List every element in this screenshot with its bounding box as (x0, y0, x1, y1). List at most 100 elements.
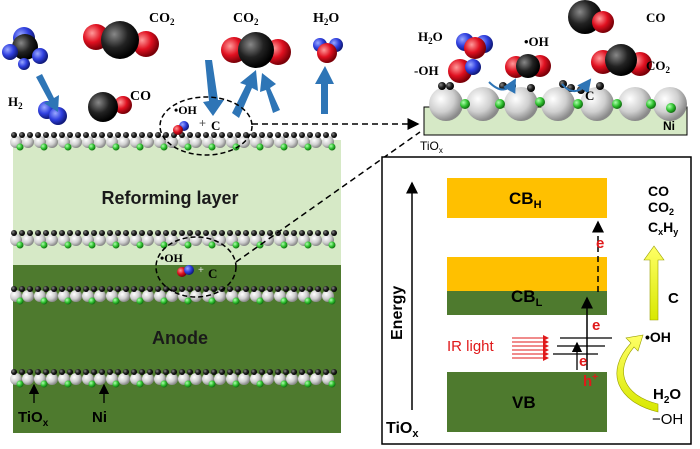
carbon-particle (139, 230, 145, 236)
ni-particle (304, 241, 312, 249)
carbon-particle (147, 132, 153, 138)
tiox-particle (118, 234, 130, 246)
carbon-particle (291, 230, 297, 236)
tiox-particle (238, 373, 250, 385)
carbon-particle (59, 132, 65, 138)
ni-particle (16, 241, 24, 249)
carbon-particle (75, 132, 81, 138)
reaction-site-highlight (159, 96, 253, 156)
tiox-particle (142, 373, 154, 385)
ni-particle (40, 241, 48, 249)
product-co: CO (648, 183, 669, 199)
carbon-particle (115, 286, 121, 292)
oh-radical-label-top: •OH (174, 103, 198, 117)
carbon-particle (91, 369, 97, 375)
carbon-particle (283, 132, 289, 138)
oh-radical-label-band: •OH (645, 329, 671, 345)
ni-particle (535, 97, 545, 107)
energy-axis-label: Energy (389, 286, 406, 340)
tiox-particle (541, 87, 575, 121)
ni-particle (208, 297, 216, 305)
carbon-particle (115, 369, 121, 375)
carbon-particle (67, 369, 73, 375)
carbon-particle (179, 230, 185, 236)
carbon-particle (163, 132, 169, 138)
arrow-up-icon (232, 70, 258, 118)
tiox-particle (214, 373, 226, 385)
carbon-particle (131, 369, 137, 375)
tiox-particle (118, 290, 130, 302)
ni-particle (184, 380, 192, 388)
carbon-particle (155, 132, 161, 138)
carbon-particle (19, 286, 25, 292)
carbon-particle (331, 132, 337, 138)
ni-particle (280, 143, 288, 151)
ni-particle (160, 297, 168, 305)
carbon-particle (259, 132, 265, 138)
carbon-particle (59, 369, 65, 375)
ni-particle (136, 143, 144, 151)
carbon-particle (171, 286, 177, 292)
carbon-particle (11, 230, 17, 236)
minus-oh-label-zoom: -OH (414, 63, 439, 78)
carbon-particle (323, 369, 329, 375)
carbon-particle (75, 369, 81, 375)
tiox-particle (286, 290, 298, 302)
carbon-particle (115, 230, 121, 236)
tiox-particle (22, 136, 34, 148)
carbon-particle (211, 286, 217, 292)
carbon-particle (596, 82, 604, 90)
carbon-particle (323, 286, 329, 292)
curved-arrow-icon (488, 78, 516, 94)
ir-light-label: IR light (447, 338, 495, 355)
carbon-particle (219, 132, 225, 138)
reaction-site-highlight (155, 236, 237, 298)
carbon-particle (323, 132, 329, 138)
h2-label: H2 (8, 94, 23, 111)
h2o-molecule-icon (313, 38, 343, 63)
carbon-particle (235, 369, 241, 375)
ni-particle (16, 143, 24, 151)
carbon-particle (243, 369, 249, 375)
ni-particle (612, 99, 622, 109)
carbon-particle (43, 286, 49, 292)
carbon-particle (235, 286, 241, 292)
carbon-particle (139, 132, 145, 138)
ni-particle (40, 380, 48, 388)
tiox-axis-label: TiOx (386, 420, 419, 440)
carbon-particle (243, 132, 249, 138)
carbon-particle (267, 369, 273, 375)
carbon-particle (83, 286, 89, 292)
carbon-particle (51, 230, 57, 236)
carbon-particle (131, 230, 137, 236)
hole-label: h+ (583, 372, 598, 390)
ni-particle (460, 99, 470, 109)
carbon-particle (331, 369, 337, 375)
ni-particle (112, 297, 120, 305)
ni-particle (64, 143, 72, 151)
carbon-particle (283, 286, 289, 292)
carbon-particle (187, 230, 193, 236)
carbon-particle (19, 230, 25, 236)
tiox-particle (70, 136, 82, 148)
carbon-particle (139, 369, 145, 375)
oh-adsorbate-icon (173, 121, 189, 135)
carbon-particle (227, 132, 233, 138)
carbon-particle (147, 230, 153, 236)
carbon-particle (11, 369, 17, 375)
tiox-particle (166, 373, 178, 385)
carbon-particle (43, 230, 49, 236)
tiox-particle (310, 234, 322, 246)
ni-particle (208, 380, 216, 388)
carbon-particle (227, 230, 233, 236)
tiox-particle (94, 373, 106, 385)
tiox-particle (214, 234, 226, 246)
carbon-particle (211, 230, 217, 236)
carbon-particle (91, 230, 97, 236)
ni-particle (40, 297, 48, 305)
ni-particle (88, 241, 96, 249)
tiox-particle (70, 234, 82, 246)
carbon-particle (315, 230, 321, 236)
carbon-label-zoom: C (585, 88, 594, 103)
carbon-particle (99, 369, 105, 375)
